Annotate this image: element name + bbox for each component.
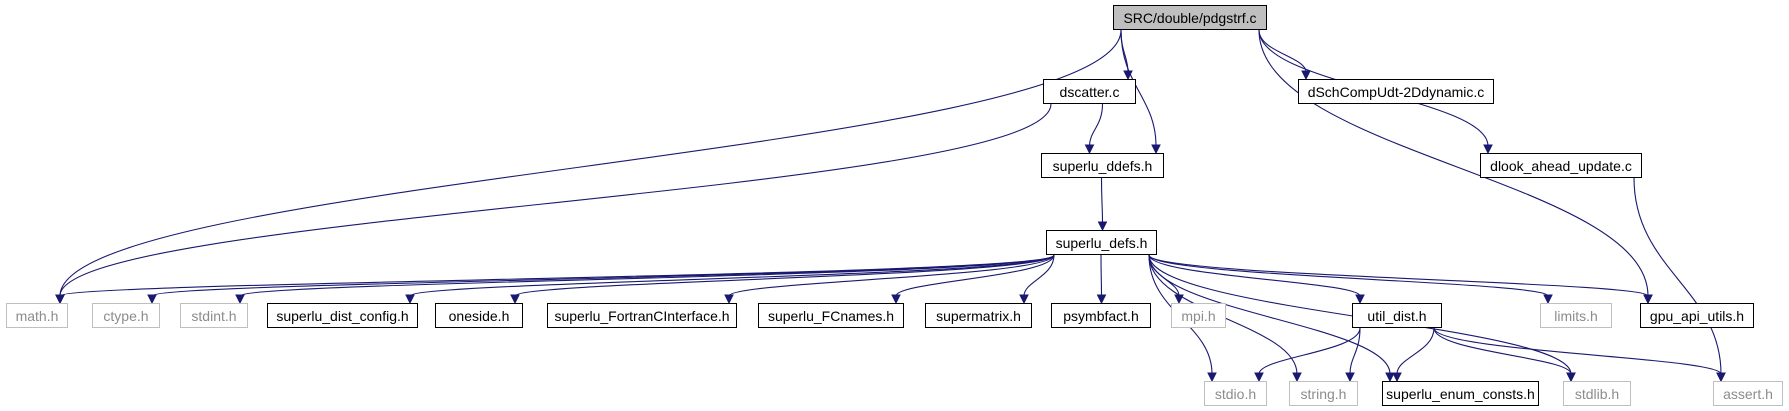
edge-arrowhead: [405, 294, 415, 305]
dependency-edge: [1100, 254, 1103, 297]
edge-arrowhead: [1543, 294, 1553, 305]
node-superlu-fortrancinterface-h[interactable]: superlu_FortranCInterface.h: [547, 303, 737, 328]
dependency-edge: [239, 254, 1055, 297]
edge-arrowhead: [1096, 294, 1107, 305]
edge-arrowhead: [510, 294, 520, 305]
dependency-edge: [1088, 103, 1104, 147]
dependency-edge: [728, 254, 1055, 297]
dependency-edge: [1148, 254, 1649, 297]
dependency-edge: [1120, 29, 1157, 147]
node-limits-h: limits.h: [1540, 303, 1612, 328]
dependency-edge: [1349, 327, 1361, 375]
node-root-file: SRC/double/pdgstrf.c: [1113, 5, 1267, 30]
edge-arrowhead: [1392, 372, 1402, 383]
node-superlu-defs-h[interactable]: superlu_defs.h: [1046, 230, 1157, 255]
node-dschcompudt-c[interactable]: dSchCompUdt-2Ddynamic.c: [1298, 79, 1494, 104]
edge-arrowhead: [1151, 144, 1161, 155]
edge-arrowhead: [1019, 294, 1029, 305]
node-supermatrix-h[interactable]: supermatrix.h: [925, 303, 1032, 328]
dependency-edge: [1396, 327, 1435, 375]
edge-arrowhead: [724, 294, 734, 305]
node-gpu-api-utils-h[interactable]: gpu_api_utils.h: [1640, 303, 1754, 328]
node-mpi-h: mpi.h: [1171, 303, 1226, 328]
dependency-edge: [1258, 327, 1361, 375]
node-math-h: math.h: [6, 303, 68, 328]
graph-edges: [55, 29, 1726, 383]
dependency-edge: [59, 103, 1052, 297]
edge-arrowhead: [1385, 372, 1395, 383]
edge-arrowhead: [235, 294, 245, 305]
dependency-edge: [1100, 177, 1104, 224]
node-superlu-fcnames-h[interactable]: superlu_FCnames.h: [758, 303, 904, 328]
edge-arrowhead: [1483, 144, 1493, 155]
node-stdint-h: stdint.h: [180, 303, 248, 328]
node-ctype-h: ctype.h: [92, 303, 160, 328]
dependency-edge: [1433, 327, 1572, 375]
node-dlook-ahead-update-c[interactable]: dlook_ahead_update.c: [1480, 153, 1642, 178]
node-string-h: string.h: [1289, 381, 1358, 406]
dependency-edge: [1148, 254, 1391, 375]
edge-arrowhead: [1301, 70, 1311, 81]
node-superlu-ddefs-h[interactable]: superlu_ddefs.h: [1041, 153, 1164, 178]
dependency-edge: [409, 254, 1055, 297]
node-psymbfact-h[interactable]: psymbfact.h: [1051, 303, 1151, 328]
dependency-edge: [1023, 254, 1055, 297]
dependency-edge: [1258, 29, 1649, 297]
edge-arrowhead: [1355, 294, 1365, 305]
node-stdlib-h: stdlib.h: [1563, 381, 1631, 406]
edge-arrowhead: [1084, 144, 1095, 155]
node-stdio-h: stdio.h: [1204, 381, 1267, 406]
dependency-edge: [59, 29, 1122, 297]
edge-arrowhead: [1716, 372, 1726, 383]
edge-arrowhead: [55, 294, 65, 305]
dependency-edge: [1148, 254, 1549, 297]
dependency-edge: [514, 254, 1055, 297]
edge-arrowhead: [891, 294, 901, 305]
node-assert-h: assert.h: [1713, 381, 1783, 406]
edge-arrowhead: [1292, 372, 1302, 383]
node-util-dist-h[interactable]: util_dist.h: [1352, 303, 1442, 328]
dependency-edge: [895, 254, 1055, 297]
node-oneside-h[interactable]: oneside.h: [435, 303, 523, 328]
edge-arrowhead: [1207, 372, 1217, 383]
dependency-edge: [1433, 327, 1722, 375]
edge-arrowhead: [1643, 294, 1653, 305]
edge-arrowhead: [1097, 221, 1108, 232]
edge-arrowhead: [147, 294, 157, 305]
edge-arrowhead: [1345, 372, 1355, 383]
edge-arrowhead: [1566, 372, 1576, 383]
dependency-edge: [1148, 254, 1361, 297]
node-dscatter-c[interactable]: dscatter.c: [1043, 79, 1136, 104]
dependency-edge: [1633, 177, 1722, 375]
node-superlu-dist-config-h[interactable]: superlu_dist_config.h: [267, 303, 418, 328]
dependency-edge: [1258, 29, 1307, 73]
edge-arrowhead: [1254, 372, 1264, 383]
node-superlu-enum-consts-h[interactable]: superlu_enum_consts.h: [1382, 381, 1539, 406]
